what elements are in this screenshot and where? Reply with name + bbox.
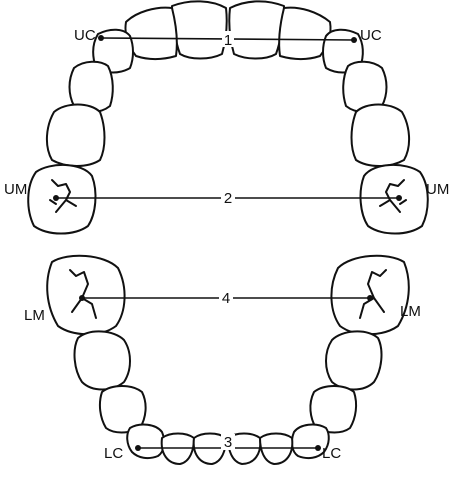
measure-4-number: 4 xyxy=(222,290,230,307)
label-lm-left: LM xyxy=(24,307,45,324)
lower-tooth-premolar2-right xyxy=(325,330,383,391)
lower-tooth-premolar1-right xyxy=(309,385,358,434)
label-lc-left: LC xyxy=(104,445,123,462)
upper-tooth-molar-left xyxy=(27,163,97,235)
upper-tooth-lateral-right xyxy=(278,6,332,60)
lower-molar-right-fissure xyxy=(359,269,387,319)
lm-left-point xyxy=(79,295,85,301)
label-um-right: UM xyxy=(426,181,449,198)
measure-2-number: 2 xyxy=(224,190,232,207)
label-lc-right: LC xyxy=(322,445,341,462)
measurement-1: 1 xyxy=(98,31,357,49)
upper-tooth-canine-left xyxy=(92,28,134,74)
label-lm-right: LM xyxy=(400,303,421,320)
measurement-4: 4 xyxy=(79,289,373,307)
measure-2-label-bg xyxy=(221,189,235,206)
um-left-point xyxy=(53,195,59,201)
upper-tooth-central-right xyxy=(228,0,285,60)
upper-tooth-central-left xyxy=(171,0,228,60)
uc-left-point xyxy=(98,35,104,41)
lower-tooth-canine-left xyxy=(126,423,166,460)
label-uc-left: UC xyxy=(74,27,96,44)
measure-1-label-bg xyxy=(222,31,234,47)
upper-molar-left-fissure xyxy=(49,179,77,213)
label-um-left: UM xyxy=(4,181,27,198)
lower-arch xyxy=(46,254,410,465)
lc-left-point xyxy=(135,445,141,451)
upper-tooth-premolar2-right xyxy=(350,103,410,167)
label-uc-right: UC xyxy=(360,27,382,44)
lower-tooth-molar-left xyxy=(46,254,126,336)
lower-tooth-premolar2-left xyxy=(73,330,131,391)
measure-3-number: 3 xyxy=(224,434,232,451)
um-right-point xyxy=(396,195,402,201)
lc-right-point xyxy=(315,445,321,451)
measurement-3: 3 xyxy=(135,434,321,451)
lm-right-point xyxy=(367,295,373,301)
measure-1-number: 1 xyxy=(224,32,232,49)
upper-molar-right-fissure xyxy=(379,179,407,213)
measure-4-label-bg xyxy=(219,289,233,306)
upper-tooth-premolar2-left xyxy=(46,103,106,167)
uc-right-point xyxy=(351,37,357,43)
measure-3-label-bg xyxy=(221,434,235,450)
measurement-2: 2 xyxy=(53,189,402,207)
upper-tooth-premolar1-left xyxy=(68,60,114,113)
upper-tooth-molar-right xyxy=(359,163,429,235)
